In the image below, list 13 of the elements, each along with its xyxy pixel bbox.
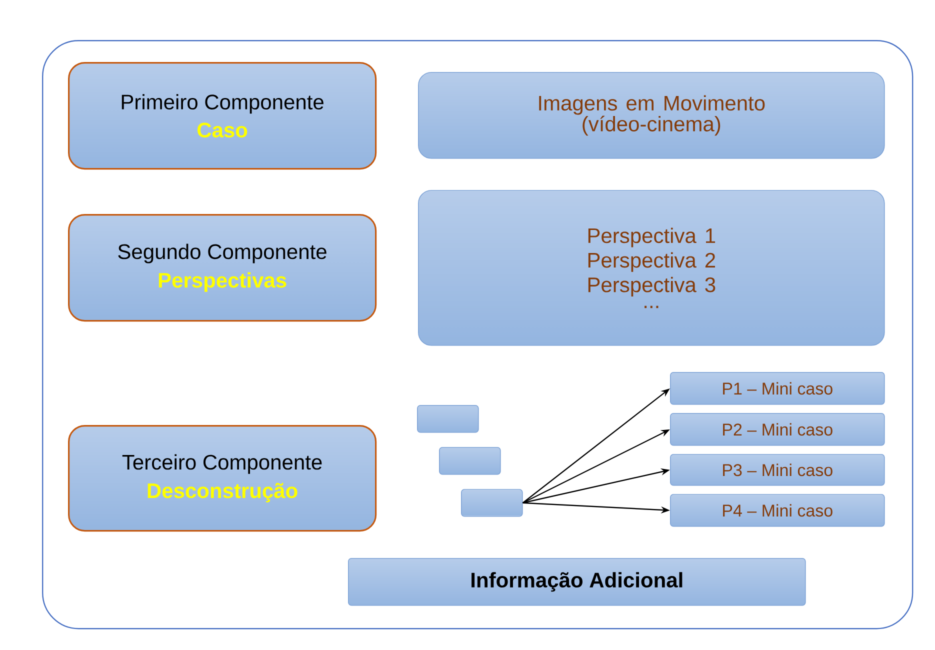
mini-case-box: P1 – Mini caso [670,372,885,405]
small-box [461,489,523,517]
component-box: Primeiro Componente Caso [68,62,377,170]
small-box [439,447,501,475]
mini-case-box: P3 – Mini caso [670,454,885,486]
component-box: Terceiro Componente Desconstrução [68,425,377,532]
small-box [417,405,479,433]
info-box: Informação Adicional [348,558,806,606]
mini-case-box: P2 – Mini caso [670,413,885,446]
component-box: Segundo Componente Perspectivas [68,214,377,322]
mini-case-box: P4 – Mini caso [670,494,885,527]
content-box: Perspectiva 1 Perspectiva 2 Perspectiva 3 ... [418,190,885,346]
content-box: Imagens em Movimento (vídeo-cinema) [418,72,885,159]
